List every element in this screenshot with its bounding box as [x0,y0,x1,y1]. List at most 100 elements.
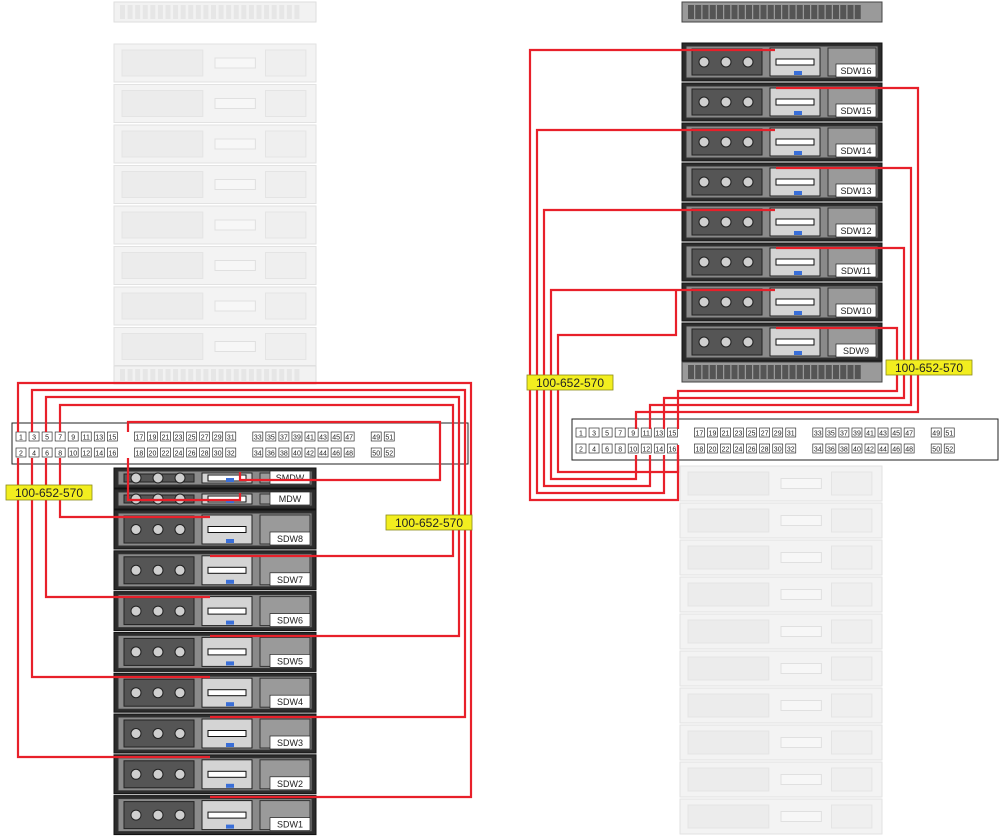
switch-port: 49 [370,431,382,442]
switch-port: 21 [720,427,731,438]
server-sdw6: SDW6 [113,591,317,632]
port-number: 19 [709,431,717,438]
switch-port: 26 [186,447,197,458]
switch-right: 1234567891011121314151617181920212223242… [571,418,999,461]
cable-sdw12-l [542,208,775,488]
server-label-box [835,263,877,278]
port-number: 38 [840,447,848,454]
server-label: SDW1 [277,820,303,830]
switch-port: 33 [812,427,824,438]
cable-sdw3-a [30,388,467,719]
port-number: 21 [162,435,170,442]
server-label-box [269,572,311,587]
port-number: 48 [345,451,353,458]
port-number: 40 [293,451,301,458]
switch-port: 25 [746,427,757,438]
ghost-server [113,327,317,366]
ghost-switch-left-bottom [113,365,317,385]
switch-port: 24 [733,443,744,454]
port-number: 26 [748,447,756,454]
switch-port: 4 [588,443,600,454]
port-number: 21 [722,431,730,438]
cable-sdw6-b [44,458,210,599]
server-label: SDW10 [840,306,871,316]
switch-port: 41 [864,427,876,438]
port-number: 42 [866,447,874,454]
switch-port: 10 [627,443,639,454]
switch-port: 44 [317,447,329,458]
port-number: 44 [319,451,327,458]
port-number: 9 [71,435,75,442]
port-number: 14 [655,447,663,454]
switch-port: 22 [160,447,171,458]
port-number: 31 [227,435,235,442]
switch-port: 3 [28,431,40,442]
server-sdw15: SDW15 [681,82,883,122]
server-sdw10: SDW10 [681,282,883,322]
port-number: 40 [853,447,861,454]
port-number: 30 [774,447,782,454]
ghost-server [113,205,317,245]
servers: SMDWMDWSDW8SDW7SDW6SDW5SDW4SDW3SDW2SDW1S… [113,1,883,836]
server-sdw5: SDW5 [113,631,317,672]
switch-port: 10 [67,447,79,458]
port-number: 28 [761,447,769,454]
switch-port: 52 [383,447,395,458]
cable-sdw8-b [58,458,210,519]
switch-port: 42 [864,443,876,454]
switch-port: 31 [785,427,797,438]
switch-port: 23 [733,427,744,438]
port-number: 16 [108,451,116,458]
port-number: 13 [655,431,663,438]
port-number: 25 [188,435,196,442]
port-number: 2 [19,451,23,458]
port-number: 29 [214,435,222,442]
switch-port: 29 [212,431,224,442]
switch-port: 23 [173,431,184,442]
port-number: 39 [293,435,301,442]
switch-port: 40 [851,443,863,454]
port-number: 52 [385,451,393,458]
cable-aux1 [556,290,680,474]
switch-port: 47 [343,431,355,442]
port-number: 11 [83,435,90,442]
server-label: SDW6 [277,616,303,626]
switch-port: 38 [838,443,850,454]
switch-port: 16 [666,443,678,454]
server-label-box [835,63,877,78]
port-number: 3 [32,435,36,442]
cable-sdw15-r [634,86,920,429]
switch-port: 8 [614,443,626,454]
switch-port: 24 [173,447,184,458]
server-label: SDW15 [840,106,871,116]
switch-port: 37 [838,427,850,438]
port-number: 6 [605,447,609,454]
port-number: 36 [827,447,835,454]
switch-port: 51 [383,431,395,442]
switch-port: 42 [304,447,316,458]
switch-port: 8 [54,447,66,458]
server-label-box [269,531,311,546]
port-number: 33 [814,431,822,438]
port-number: 45 [892,431,900,438]
port-number: 7 [58,435,62,442]
server-sdw16: SDW16 [681,42,883,82]
switch-port: 4 [28,447,40,458]
port-number: 29 [774,431,782,438]
switch-port: 50 [370,447,382,458]
port-number: 20 [709,447,717,454]
callout-left-1: 100-652-570 [5,484,93,501]
switch-port: 39 [291,431,303,442]
server-label: SDW3 [277,738,303,748]
port-number: 31 [787,431,795,438]
port-number: 23 [175,435,183,442]
port-number: 37 [840,431,848,438]
port-number: 52 [945,447,953,454]
switch-left: 1234567891011121314151617181920212223242… [11,422,469,465]
port-number: 12 [82,451,90,458]
switch-port: 29 [772,427,784,438]
switch-port: 45 [330,431,342,442]
server-smdw: SMDW [113,467,317,489]
ghost-server [679,539,883,576]
